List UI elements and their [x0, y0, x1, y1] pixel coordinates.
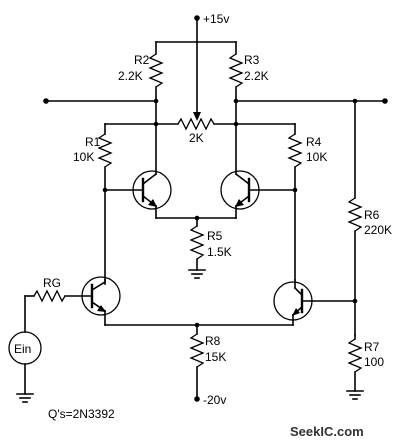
resistor-r1: R1 10K [73, 123, 113, 281]
r4-value: 10K [306, 150, 327, 164]
positive-supply-label: +15v [203, 12, 229, 26]
output-line-right [233, 98, 388, 104]
r1-value: 10K [73, 150, 94, 164]
ein-label: Ein [14, 342, 31, 356]
resistor-r4: R4 10K [287, 123, 327, 281]
resistor-r7: R7 100 [347, 334, 384, 392]
r2-name: R2 [134, 53, 150, 67]
watermark: SeekIC.com [290, 424, 364, 439]
right-terminal [382, 98, 388, 104]
resistor-r3: R3 2.2K [228, 41, 269, 102]
negative-supply-terminal [194, 396, 200, 402]
resistor-r5: R5 1.5K [155, 215, 237, 271]
r7-value: 100 [364, 355, 384, 369]
ground-symbol-r5 [188, 269, 206, 279]
transistor-q2 [220, 123, 298, 219]
r2-value: 2.2K [118, 69, 143, 83]
resistor-rg: RG [24, 276, 93, 303]
r8-name: R8 [205, 334, 221, 348]
r4-name: R4 [306, 135, 322, 149]
resistor-r6: R6 220K [347, 100, 392, 336]
r8-value: 15K [205, 350, 226, 364]
pot-value: 2K [189, 131, 204, 145]
input-line-left [43, 98, 159, 104]
transistor-q3 [81, 276, 121, 326]
resistor-r8: R8 15K -20v [104, 322, 294, 407]
rg-name: RG [43, 276, 61, 290]
pot-wiper-arrow [193, 112, 201, 121]
r5-value: 1.5K [207, 245, 232, 259]
negative-supply-label: -20v [203, 393, 226, 407]
r6-value: 220K [364, 223, 392, 237]
supply-rail-positive: +15v [155, 12, 237, 43]
potentiometer-2k: 2K [104, 41, 296, 145]
input-source-ein: Ein [8, 295, 42, 395]
transistor-q1 [102, 123, 172, 219]
r6-name: R6 [364, 208, 380, 222]
r7-name: R7 [364, 340, 380, 354]
positive-supply-terminal [194, 15, 200, 21]
transistor-q4 [273, 279, 358, 326]
r1-name: R1 [85, 135, 101, 149]
ground-symbol-r7 [346, 390, 364, 400]
transistor-note: Q's=2N3392 [48, 407, 115, 421]
ground-symbol-source [16, 393, 34, 403]
r3-value: 2.2K [244, 69, 269, 83]
r3-name: R3 [244, 53, 260, 67]
resistor-r2: R2 2.2K [118, 41, 164, 102]
r5-name: R5 [207, 229, 223, 243]
